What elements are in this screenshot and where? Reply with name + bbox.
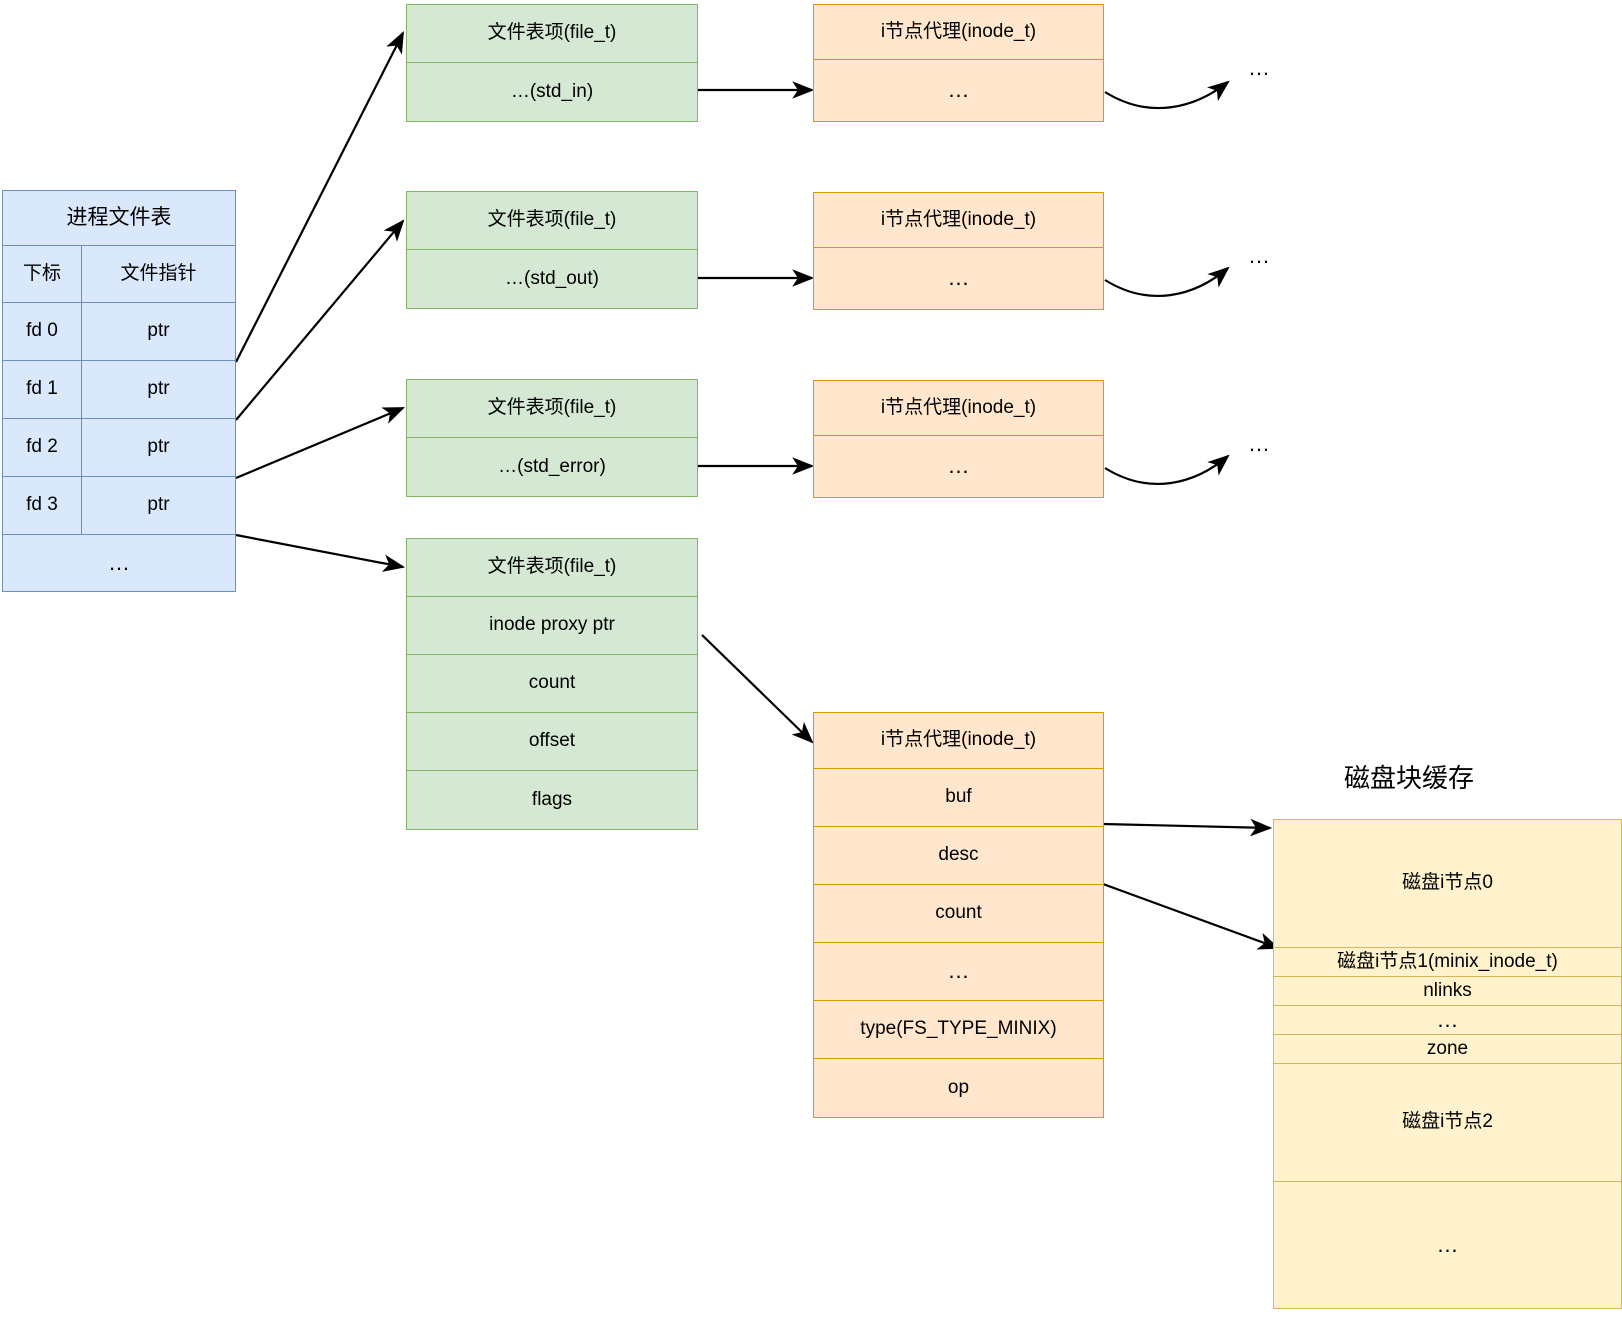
disk-cache-more: … xyxy=(1436,1231,1459,1257)
file-entry-box-0: 文件表项(file_t) …(std_in) xyxy=(406,4,698,122)
fd-pointer-3: ptr xyxy=(147,494,170,516)
file-entry-field-1-0: …(std_out) xyxy=(505,267,599,289)
inode-proxy-box-0: i节点代理(inode_t) … xyxy=(813,4,1104,122)
arrow-inode0-to-ellipsis xyxy=(1104,80,1230,110)
disk-cache-title: 磁盘块缓存 xyxy=(1344,763,1475,793)
fd-pointer-2: ptr xyxy=(147,436,170,458)
inode-proxy-header-1: i节点代理(inode_t) xyxy=(814,193,1103,248)
arrow-fd3-to-file3 xyxy=(235,533,406,572)
file-entry-header-1: 文件表项(file_t) xyxy=(407,192,697,250)
trailing-ellipsis-0: … xyxy=(1248,55,1270,80)
file-entry-field-flags: flags xyxy=(531,788,573,810)
table-row[interactable]: fd 3 ptr xyxy=(3,477,235,535)
arrow-buf-to-disk-inode0 xyxy=(1102,818,1273,837)
inode-proxy-field-count: count xyxy=(814,885,1103,943)
inode-proxy-box-1: i节点代理(inode_t) … xyxy=(813,192,1104,310)
arrow-fd1-to-file1 xyxy=(235,219,405,421)
arrow-fd0-to-file0 xyxy=(235,31,404,363)
inode-proxy-box-3: i节点代理(inode_t) buf desc count … type(FS_… xyxy=(813,712,1104,1118)
file-entry-box-2: 文件表项(file_t) …(std_error) xyxy=(406,379,698,497)
fd-pointer-0: ptr xyxy=(147,320,170,342)
arrow-desc-to-disk-inode1 xyxy=(1102,882,1281,950)
inode-proxy-field-op: op xyxy=(947,1076,970,1098)
arrow-fd2-to-file2 xyxy=(235,406,406,480)
file-entry-header-3: 文件表项(file_t) xyxy=(407,539,697,597)
disk-inode-2: 磁盘i节点2 xyxy=(1274,1064,1621,1182)
inode-proxy-field-type: type(FS_TYPE_MINIX) xyxy=(814,1001,1103,1059)
file-entry-box-3: 文件表项(file_t) inode proxy ptr count offse… xyxy=(406,538,698,830)
file-entry-header-0: 文件表项(file_t) xyxy=(407,5,697,63)
inode-proxy-field-buf: buf xyxy=(814,769,1103,827)
arrow-inode2-to-ellipsis xyxy=(1104,454,1230,486)
arrow-inode1-to-ellipsis xyxy=(1104,266,1230,298)
process-file-table-title: 进程文件表 xyxy=(3,191,235,246)
arrow-file3-to-inode3 xyxy=(701,634,814,744)
inode-proxy-field-1-0: … xyxy=(947,265,970,291)
file-entry-header-2: 文件表项(file_t) xyxy=(407,380,697,438)
disk-inode-1-field-nlinks: nlinks xyxy=(1274,977,1621,1006)
process-file-table-header-row: 下标 文件指针 xyxy=(3,246,235,303)
file-entry-field-count: count xyxy=(407,655,697,713)
disk-block-cache-box: 磁盘i节点0 磁盘i节点1(minix_inode_t) nlinks … zo… xyxy=(1273,819,1622,1309)
file-entry-box-1: 文件表项(file_t) …(std_out) xyxy=(406,191,698,309)
trailing-ellipsis-1: … xyxy=(1248,243,1270,268)
inode-proxy-box-2: i节点代理(inode_t) … xyxy=(813,380,1104,498)
inode-proxy-field-0-0: … xyxy=(947,77,970,103)
disk-inode-1-field-zone: zone xyxy=(1274,1035,1621,1064)
inode-proxy-field-2-0: … xyxy=(947,453,970,479)
table-row[interactable]: fd 2 ptr xyxy=(3,419,235,477)
disk-inode-1-header: 磁盘i节点1(minix_inode_t) xyxy=(1274,948,1621,977)
process-file-table-more: … xyxy=(108,549,130,575)
file-entry-field-0-0: …(std_in) xyxy=(510,80,594,102)
table-row[interactable]: fd 0 ptr xyxy=(3,303,235,361)
trailing-ellipsis-2: … xyxy=(1248,431,1270,456)
fd-index-3: fd 3 xyxy=(3,477,82,534)
disk-inode-1-field-more: … xyxy=(1274,1006,1621,1035)
fd-index-1: fd 1 xyxy=(3,361,82,418)
disk-inode-0: 磁盘i节点0 xyxy=(1274,820,1621,948)
inode-proxy-field-desc: desc xyxy=(814,827,1103,885)
inode-proxy-field-more: … xyxy=(814,943,1103,1001)
fd-index-0: fd 0 xyxy=(3,303,82,360)
inode-proxy-header-2: i节点代理(inode_t) xyxy=(814,381,1103,436)
fd-index-2: fd 2 xyxy=(3,419,82,476)
inode-proxy-header-3: i节点代理(inode_t) xyxy=(814,713,1103,769)
file-entry-field-2-0: …(std_error) xyxy=(498,455,606,477)
column-header-pointer: 文件指针 xyxy=(120,262,197,284)
table-row[interactable]: fd 1 ptr xyxy=(3,361,235,419)
inode-proxy-header-0: i节点代理(inode_t) xyxy=(814,5,1103,60)
column-header-index: 下标 xyxy=(3,246,82,302)
fd-pointer-1: ptr xyxy=(147,378,170,400)
process-file-table: 进程文件表 下标 文件指针 fd 0 ptr fd 1 ptr fd 2 ptr… xyxy=(2,190,236,592)
file-entry-field-inode-proxy-ptr: inode proxy ptr xyxy=(407,597,697,655)
file-entry-field-offset: offset xyxy=(407,713,697,771)
